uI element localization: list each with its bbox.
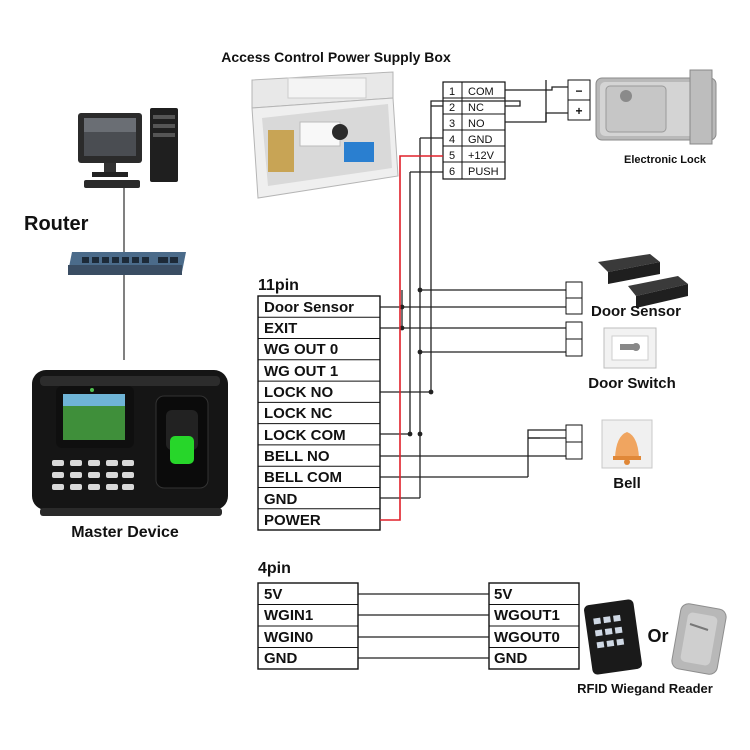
lock-minus-label: − [575,84,582,98]
terminal-name: COM [468,86,494,98]
rfid-keypad-reader-icon [584,599,642,675]
pin11-label: LOCK NC [264,405,332,422]
terminal-name: GND [468,134,493,146]
signal-wires [380,100,566,499]
pin4-right-table: 5V WGOUT1 WGOUT0 GND [488,582,580,670]
door-switch-label: Door Switch [588,375,676,392]
door-sensor-terminal [565,281,583,315]
terminal-num: 3 [449,118,455,130]
master-device-icon [32,370,228,516]
pin4-left-label: 5V [264,586,282,603]
terminal-num: 2 [449,102,455,114]
or-label: Or [647,626,668,646]
pin4-left-label: WGIN1 [264,607,313,624]
pin11-label: Door Sensor [264,299,354,316]
pin11-label: LOCK COM [264,427,346,444]
power-wire [380,155,443,521]
pin4-right-label: WGOUT1 [494,607,560,624]
terminal-num: 6 [449,166,455,178]
pin11-label: GND [264,491,298,508]
pin4-right-label: 5V [494,586,512,603]
rfid-card-reader-icon [671,603,727,675]
lock-wires [505,80,568,123]
terminal-name: NC [468,102,484,114]
pin4-left-label: WGIN0 [264,629,313,646]
pin11-label: BELL NO [264,448,330,465]
terminal-name: NO [468,118,485,130]
lock-plus-label: + [575,104,582,118]
terminal-name: PUSH [468,166,499,178]
terminal-num: 5 [449,150,455,162]
terminal-num: 1 [449,86,455,98]
computer-icon [78,108,178,188]
electronic-lock-label: Electronic Lock [624,154,707,166]
bell-icon [601,419,653,469]
pin11-table: Door Sensor EXIT WG OUT 0 WG OUT 1 LOCK … [257,295,381,531]
rfid-reader-label: RFID Wiegand Reader [577,681,713,696]
door-switch-icon [603,327,657,369]
pin11-label: BELL COM [264,469,342,486]
terminal-name: +12V [468,150,495,162]
power-supply-box-icon [251,71,399,199]
diagram-title: Access Control Power Supply Box [221,49,451,65]
door-sensor-icon [598,254,688,308]
pin11-label: WG OUT 0 [264,341,338,358]
terminal-num: 4 [449,134,455,146]
router-label: Router [24,213,89,235]
pin11-label: POWER [264,512,321,529]
wiegand-wires [358,593,489,659]
pin4-left-table: 5V WGIN1 WGIN0 GND [257,582,359,670]
master-device-label: Master Device [71,524,179,541]
bell-terminal [565,424,583,460]
power-box-terminal-table: 1 COM 2 NC 3 NO 4 GND 5 +12V 6 PUSH [442,81,506,180]
pin4-title: 4pin [258,560,291,577]
door-sensor-label: Door Sensor [591,303,681,320]
pin11-label: WG OUT 1 [264,363,338,380]
pin11-title: 11pin [258,277,299,294]
pin11-label: EXIT [264,320,297,337]
bell-label: Bell [613,475,641,492]
electronic-lock-icon: − + [567,69,717,145]
pin4-right-label: GND [494,650,528,667]
wire-junctions [399,287,434,437]
pin11-label: LOCK NO [264,384,333,401]
door-switch-terminal [565,321,583,357]
pin4-right-label: WGOUT0 [494,629,560,646]
pin4-left-label: GND [264,650,298,667]
router-icon [68,252,186,275]
